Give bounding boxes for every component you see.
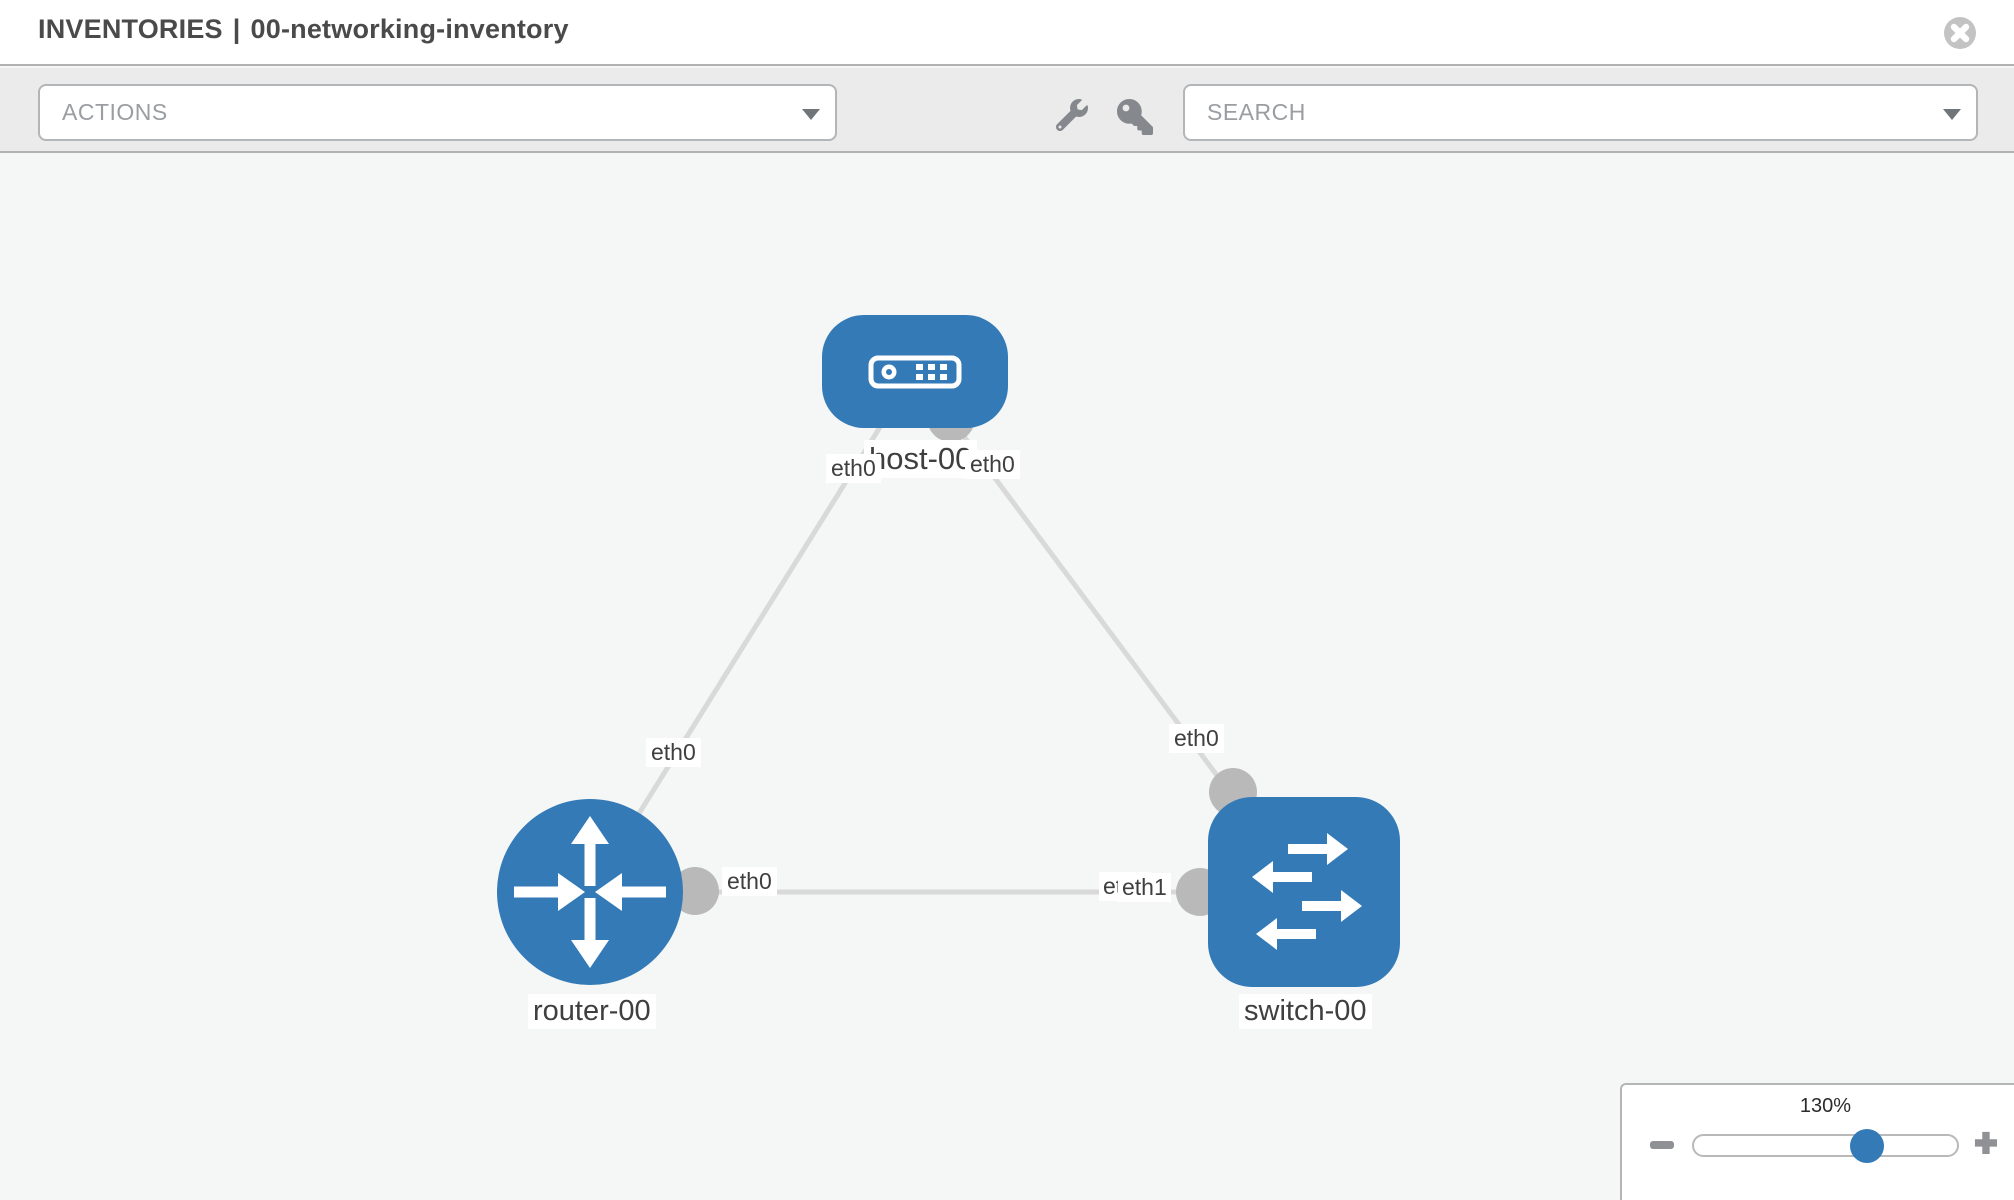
- title-separator: |: [232, 14, 241, 44]
- plus-icon: [1974, 1131, 1997, 1154]
- switch-icon: [1252, 833, 1362, 950]
- zoom-level-value: 130%: [1799, 1095, 1852, 1117]
- close-button[interactable]: [1942, 15, 1978, 51]
- chevron-down-icon: [1943, 109, 1961, 120]
- node-router-00[interactable]: [497, 799, 683, 985]
- actions-dropdown-label: ACTIONS: [62, 99, 168, 125]
- inventory-name: 00-networking-inventory: [250, 14, 569, 44]
- interface-label-host-router-at-host: eth0: [826, 454, 881, 483]
- router-icon: [514, 816, 666, 968]
- host-server-icon: [868, 355, 962, 388]
- node-label-switch-00: switch-00: [1239, 994, 1372, 1029]
- minus-icon: [1650, 1141, 1674, 1149]
- page-title: INVENTORIES | 00-networking-inventory: [38, 14, 569, 45]
- actions-dropdown[interactable]: ACTIONS: [38, 84, 837, 141]
- interface-label-router-switch-at-switch-overlap: eth0 eth1: [1099, 872, 1171, 902]
- interface-label-eth1-over: eth1: [1118, 873, 1171, 902]
- interface-label-host-switch-at-switch: eth0: [1169, 724, 1224, 753]
- breadcrumb-inventories: INVENTORIES: [38, 14, 223, 44]
- node-label-host-00: host-00: [864, 440, 978, 478]
- interface-label-host-router-at-router: eth0: [646, 738, 701, 767]
- zoom-slider-thumb[interactable]: [1850, 1129, 1884, 1163]
- close-icon: [1944, 17, 1976, 49]
- header: INVENTORIES | 00-networking-inventory: [0, 0, 2014, 66]
- node-switch-00[interactable]: [1208, 797, 1400, 987]
- interface-label-host-switch-at-host: eth0: [965, 450, 1020, 479]
- wrench-icon: [1055, 99, 1088, 132]
- zoom-out-button[interactable]: [1650, 1137, 1674, 1155]
- credentials-button[interactable]: [1117, 99, 1153, 140]
- zoom-panel: 130%: [1620, 1083, 2014, 1200]
- interface-label-router-switch-at-router: eth0: [722, 867, 777, 896]
- chevron-down-icon: [802, 109, 820, 120]
- zoom-slider-track[interactable]: [1692, 1129, 1959, 1163]
- key-icon: [1117, 99, 1153, 135]
- search-dropdown[interactable]: SEARCH: [1183, 84, 1978, 141]
- node-label-router-00: router-00: [528, 994, 656, 1029]
- search-placeholder: SEARCH: [1207, 99, 1306, 125]
- zoom-in-button[interactable]: [1974, 1131, 1998, 1160]
- node-host-00[interactable]: [822, 315, 1008, 428]
- toolbar: ACTIONS SEARCH: [0, 68, 2014, 153]
- configure-button[interactable]: [1055, 99, 1088, 136]
